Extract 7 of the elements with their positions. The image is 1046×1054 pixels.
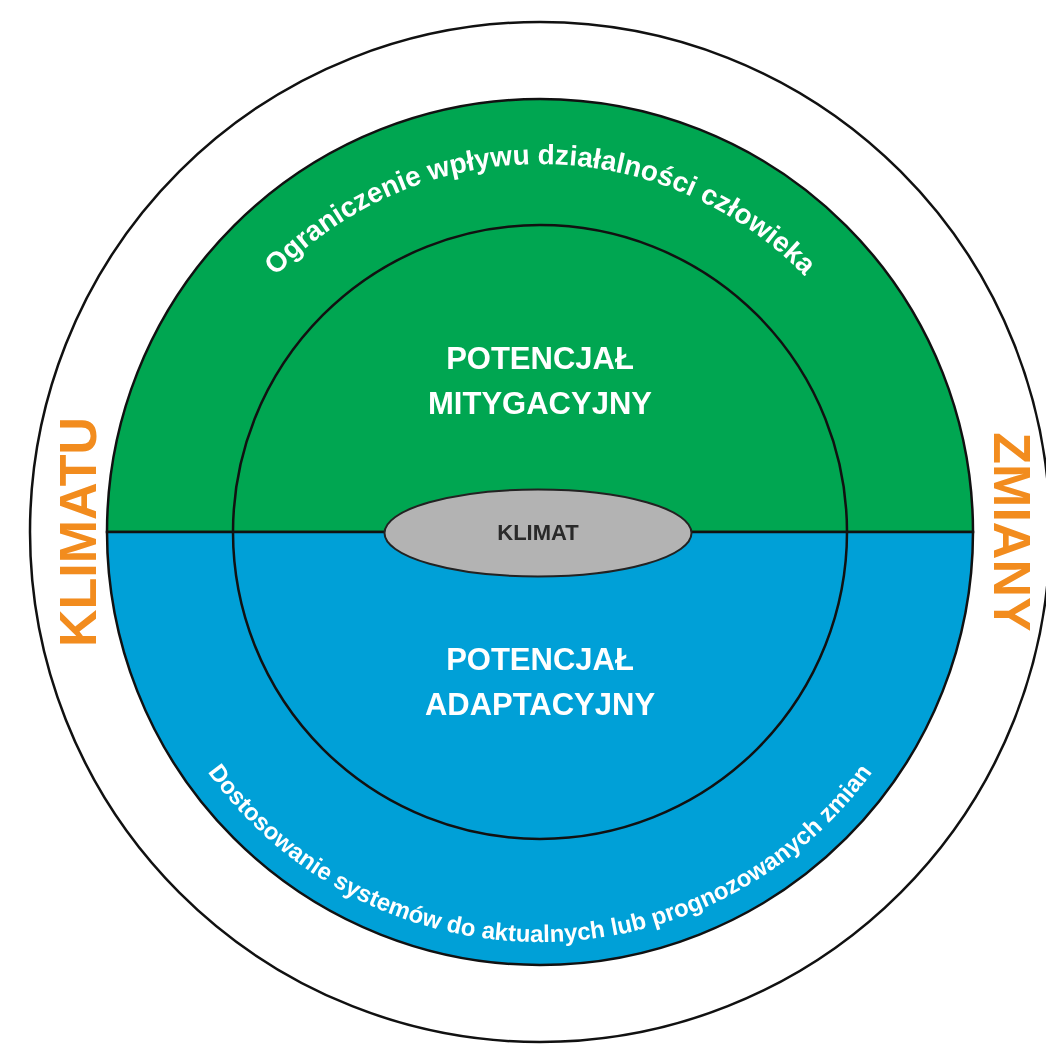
center-label: POTENCJAŁ ADAPTACYJNY (423, 641, 657, 724)
outer-ring (28, 20, 1046, 1044)
side-title: KLIMATU (52, 416, 104, 648)
center-ellipse (383, 488, 693, 578)
side-title: ZMIANY (986, 432, 1038, 632)
ellipse-label: KLIMAT (497, 520, 579, 546)
center-label: POTENCJAŁ MITYGACYJNY (427, 340, 653, 423)
